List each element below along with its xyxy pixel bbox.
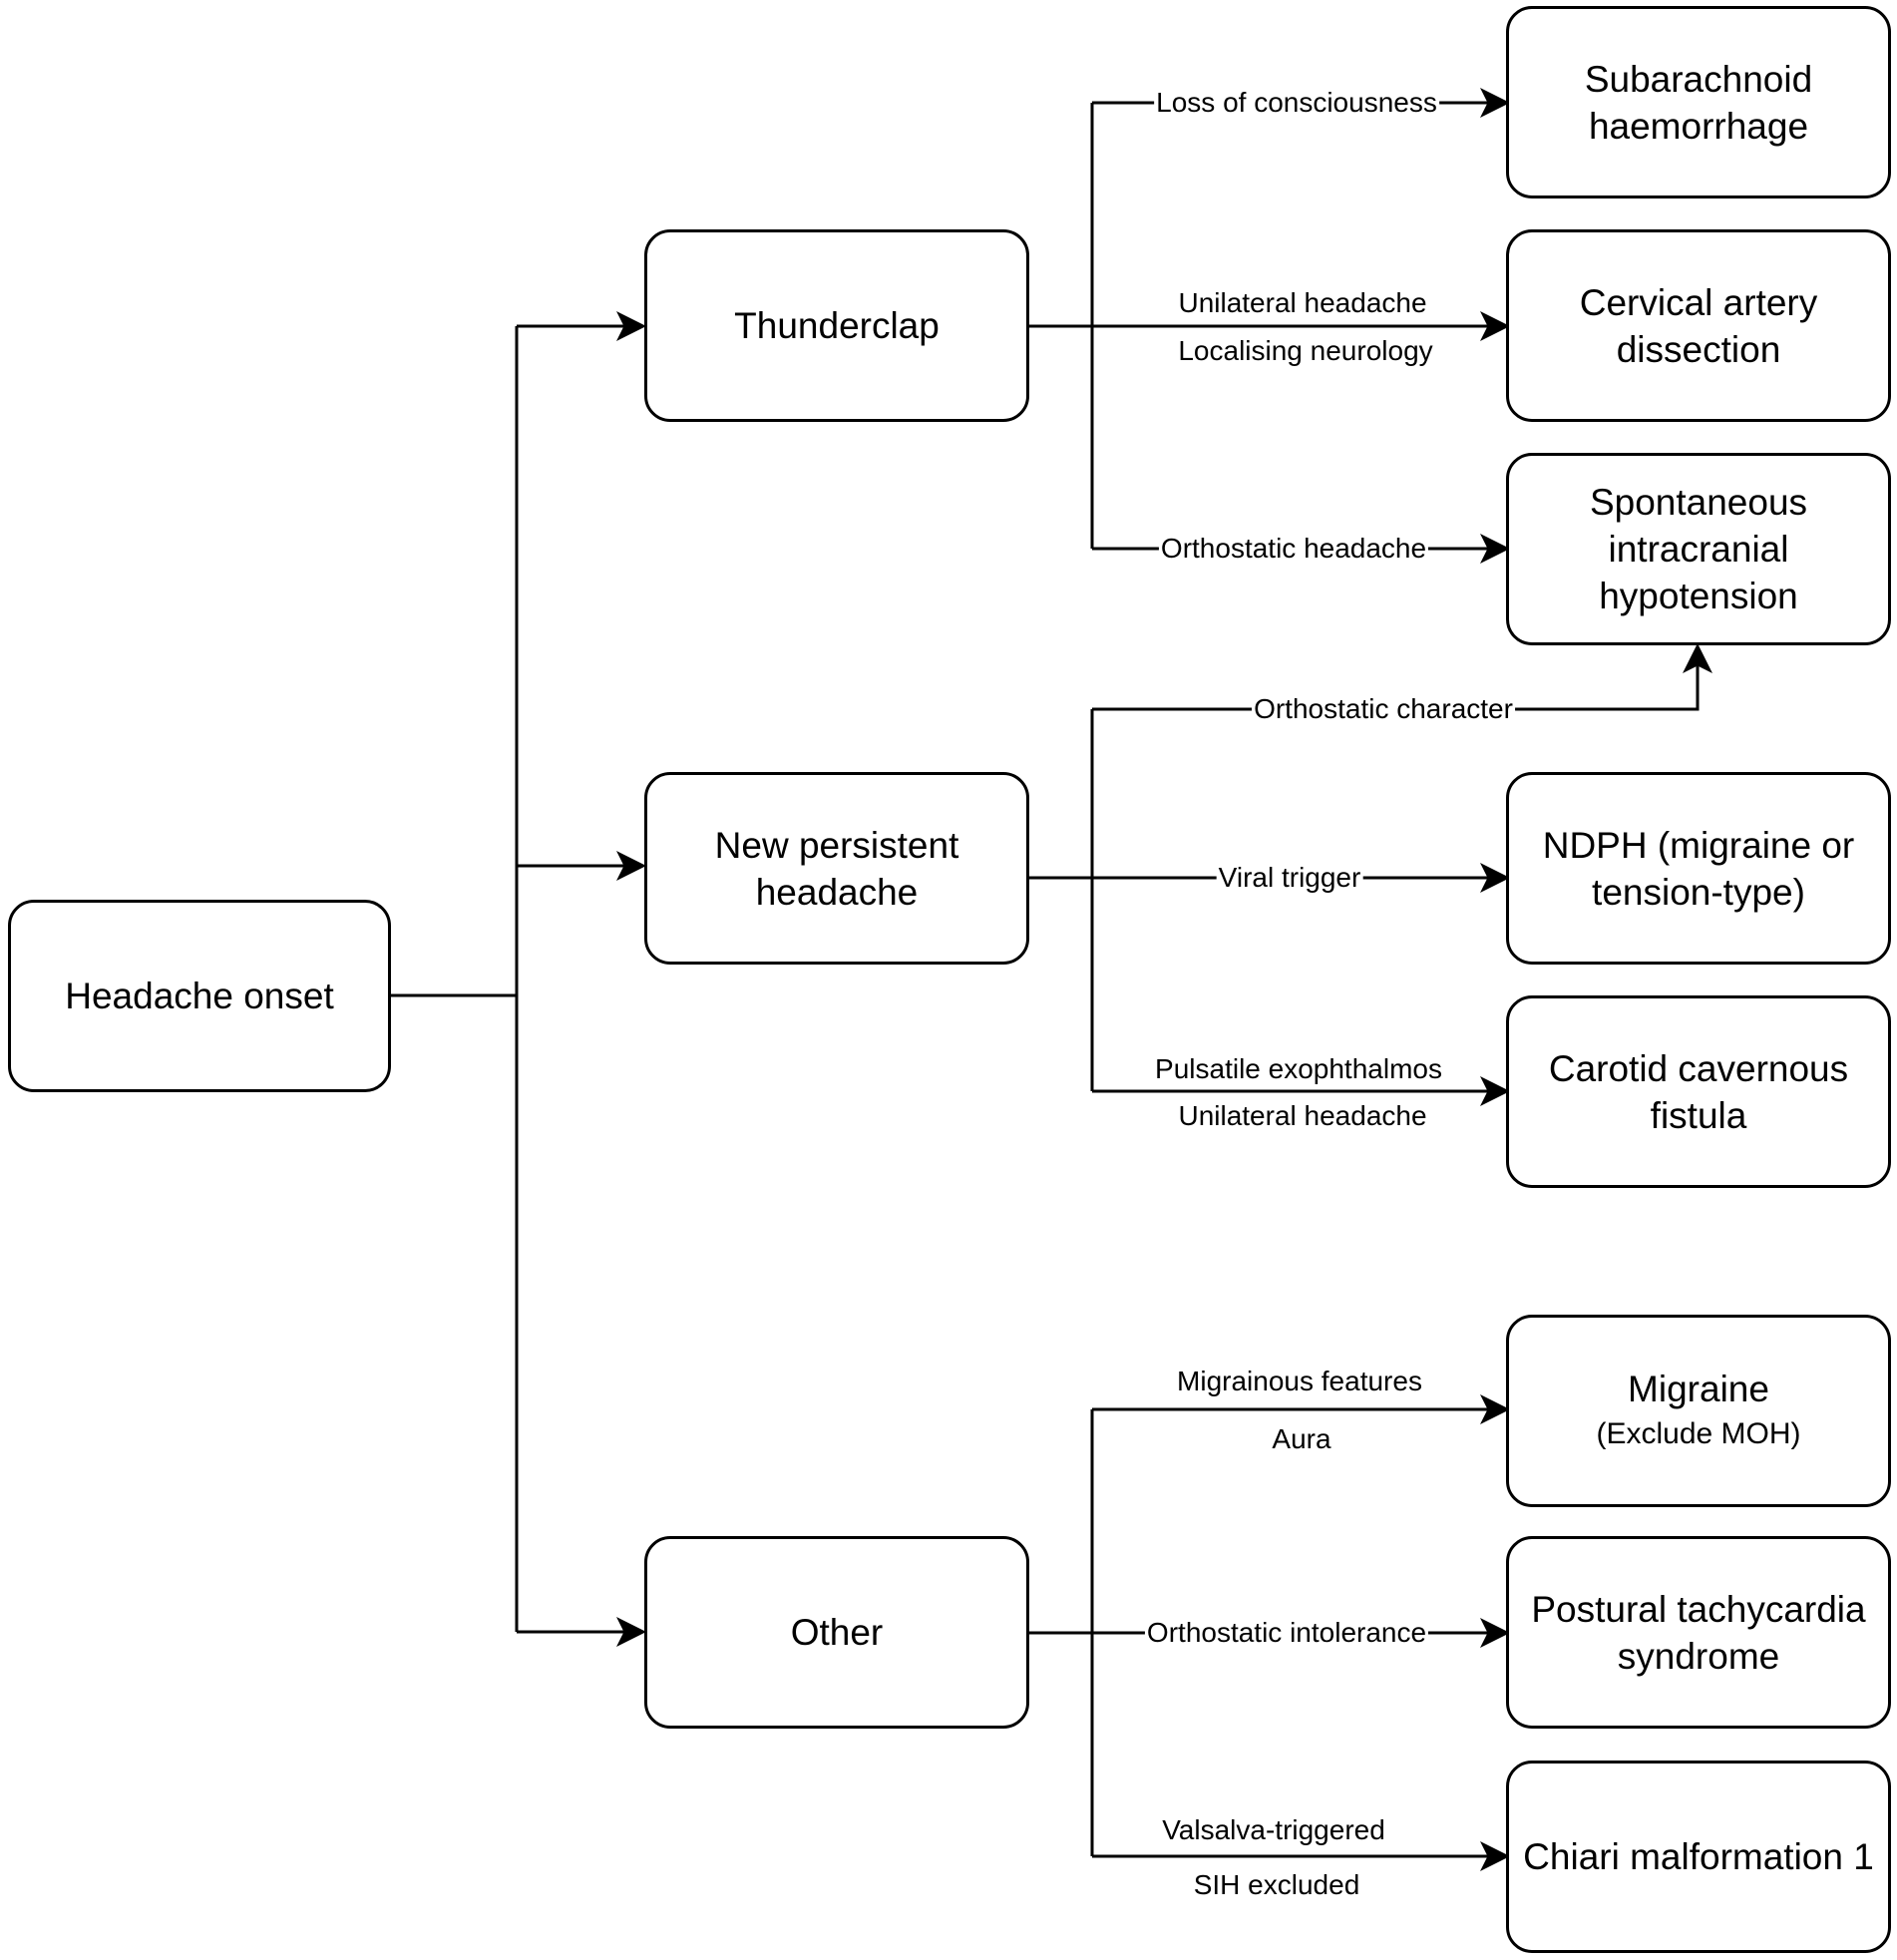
edge-label-orthostatic-character: Orthostatic character <box>1252 692 1515 726</box>
node-cervical-artery-dissection: Cervical artery dissection <box>1506 229 1891 422</box>
node-sah-line1: Subarachnoid <box>1584 58 1813 100</box>
node-ndph-line1: NDPH (migraine or <box>1542 824 1855 866</box>
node-migraine-line2: (Exclude MOH) <box>1596 1417 1801 1450</box>
node-chiari-line1: Chiari malformation 1 <box>1523 1836 1874 1877</box>
edge-label-viral-trigger: Viral trigger <box>1216 861 1363 895</box>
node-postural-tachycardia-syndrome: Postural tachycardia syndrome <box>1506 1536 1891 1729</box>
node-subarachnoid-haemorrhage: Subarachnoid haemorrhage <box>1506 6 1891 198</box>
node-headache-onset-label: Headache onset <box>65 976 334 1016</box>
node-new-persistent-headache: New persistent headache <box>644 772 1029 965</box>
node-other-label: Other <box>790 1612 884 1653</box>
edge-label-loss-of-consciousness: Loss of consciousness <box>1154 86 1439 120</box>
node-cad-line2: dissection <box>1616 328 1781 370</box>
node-ccf-line1: Carotid cavernous <box>1548 1047 1849 1089</box>
edge-label-sih-excluded: SIH excluded <box>1193 1869 1360 1900</box>
node-cad-line1: Cervical artery <box>1579 281 1818 323</box>
node-thunderclap: Thunderclap <box>644 229 1029 422</box>
node-chiari-malformation: Chiari malformation 1 <box>1506 1761 1891 1953</box>
node-migraine-line1: Migraine <box>1628 1369 1769 1409</box>
edge-label-orthostatic-headache: Orthostatic headache <box>1158 532 1429 566</box>
edge-label-valsalva-triggered: Valsalva-triggered <box>1162 1814 1385 1845</box>
node-spontaneous-intracranial-hypotension: Spontaneous intracranial hypotension <box>1506 453 1891 645</box>
node-sah-line2: haemorrhage <box>1588 105 1809 147</box>
node-headache-onset: Headache onset <box>8 900 391 1092</box>
edge-label-aura: Aura <box>1272 1423 1331 1454</box>
node-pots-line1: Postural tachycardia <box>1531 1588 1866 1630</box>
node-carotid-cavernous-fistula: Carotid cavernous fistula <box>1506 995 1891 1188</box>
node-ndph-line2: tension-type) <box>1592 871 1805 913</box>
edge-label-cad-unilateral-headache: Unilateral headache <box>1178 287 1427 318</box>
node-pots-line2: syndrome <box>1617 1635 1780 1677</box>
node-ccf-line2: fistula <box>1650 1094 1747 1136</box>
node-ndph: NDPH (migraine or tension-type) <box>1506 772 1891 965</box>
node-new-persistent-line1: New persistent <box>714 824 959 866</box>
edge-label-migrainous-features: Migrainous features <box>1177 1366 1422 1396</box>
edge-label-orthostatic-intolerance: Orthostatic intolerance <box>1144 1616 1429 1650</box>
node-thunderclap-label: Thunderclap <box>734 305 940 346</box>
node-sih-line1: Spontaneous <box>1589 482 1808 523</box>
edge-label-cad-localising-neurology: Localising neurology <box>1178 335 1433 366</box>
edge-label-ccf-unilateral-headache: Unilateral headache <box>1178 1100 1427 1131</box>
node-sih-line2: intracranial <box>1608 529 1789 570</box>
node-other: Other <box>644 1536 1029 1729</box>
node-migraine: Migraine (Exclude MOH) <box>1506 1315 1891 1507</box>
node-new-persistent-line2: headache <box>755 871 919 913</box>
edge-label-ccf-pulsatile-exophthalmos: Pulsatile exophthalmos <box>1155 1053 1442 1084</box>
node-sih-line3: hypotension <box>1599 576 1798 616</box>
